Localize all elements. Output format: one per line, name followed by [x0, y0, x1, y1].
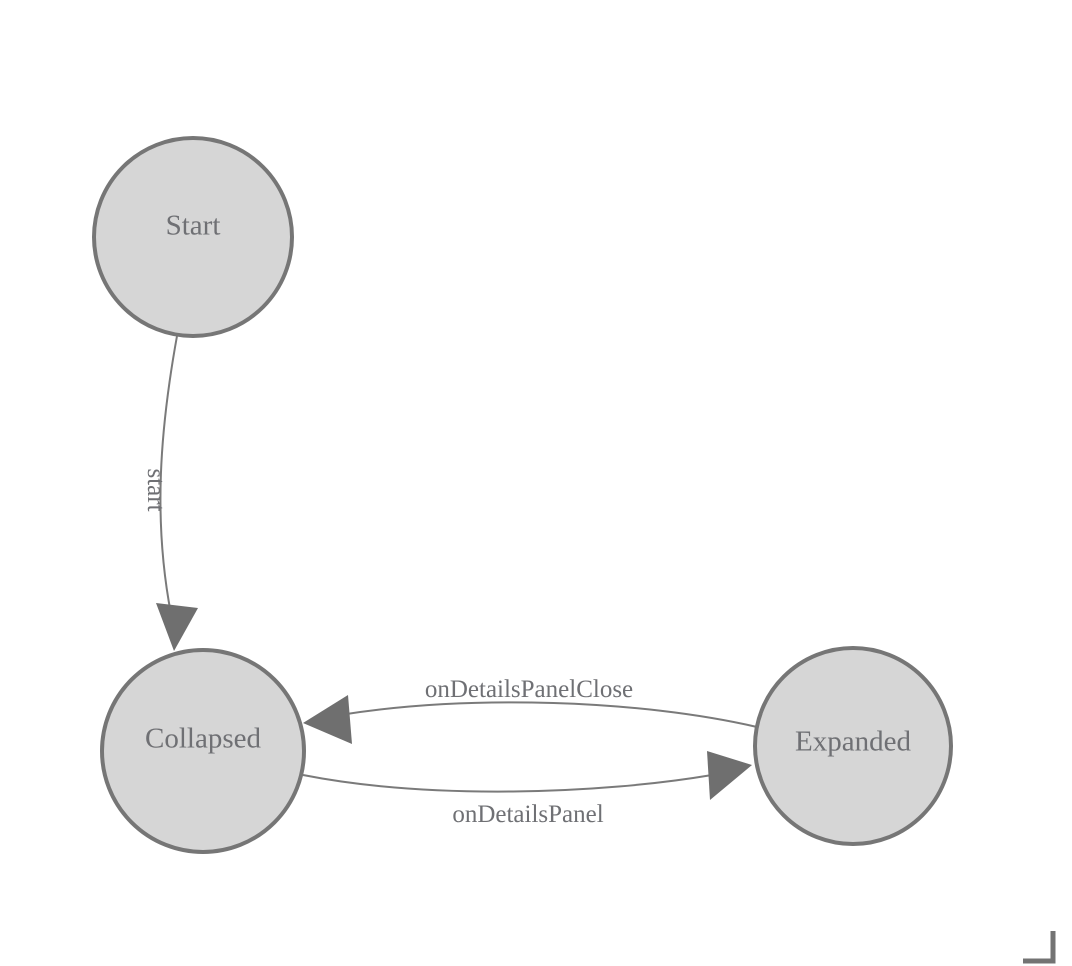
edge-start-to-collapsed-arrowhead [156, 603, 198, 651]
node-start-label: Start [166, 210, 221, 242]
edge-collapsed-to-expanded-arrowhead [707, 751, 752, 800]
edge-start-to-collapsed[interactable]: start [142, 335, 198, 651]
edge-collapsed-to-expanded[interactable]: onDetailsPanel [302, 751, 752, 828]
node-start[interactable]: Start [92, 136, 294, 338]
node-collapsed-label: Collapsed [145, 723, 261, 755]
node-collapsed-circle [100, 648, 306, 854]
bottom-right-corner-bracket-icon [1023, 931, 1056, 964]
edge-expanded-to-collapsed[interactable]: onDetailsPanelClose [303, 676, 758, 744]
node-expanded-circle [753, 646, 953, 846]
edge-start-to-collapsed-path [159, 335, 178, 615]
edge-expanded-to-collapsed-path [339, 701, 758, 728]
node-expanded[interactable]: Expanded [753, 646, 953, 846]
node-expanded-label: Expanded [795, 726, 911, 758]
edge-collapsed-to-expanded-label: onDetailsPanel [452, 801, 603, 828]
node-start-circle [92, 136, 294, 338]
edge-expanded-to-collapsed-label: onDetailsPanelClose [425, 676, 633, 703]
edge-expanded-to-collapsed-arrowhead [303, 695, 352, 744]
edge-start-to-collapsed-label: start [142, 468, 169, 511]
edge-collapsed-to-expanded-path [302, 774, 713, 793]
node-collapsed[interactable]: Collapsed [100, 648, 306, 854]
